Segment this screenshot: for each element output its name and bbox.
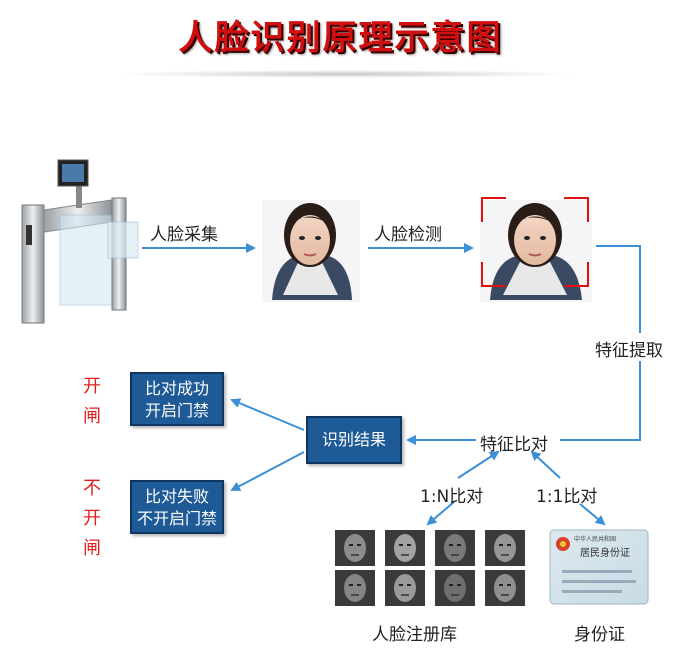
face-db-thumbnail <box>435 570 475 606</box>
arrow-11-to-compare <box>530 450 561 479</box>
arrow-1n-to-compare <box>457 450 500 479</box>
result-box: 识别结果 <box>306 416 402 464</box>
id-card-name: 居民身份证 <box>580 546 630 559</box>
face-db-thumbnail <box>485 530 525 566</box>
success-box: 比对成功 开启门禁 <box>130 372 224 426</box>
label-face-db: 人脸注册库 <box>372 625 457 645</box>
label-one-to-n: 1:N比对 <box>420 487 484 507</box>
label-detect: 人脸检测 <box>374 225 442 245</box>
id-card-image: 中华人民共和国 居民身份证 <box>549 529 649 605</box>
face-db-thumbnail <box>385 570 425 606</box>
face-db-thumbnail <box>385 530 425 566</box>
page-title: 人脸识别原理示意图 <box>178 18 503 58</box>
fail-box: 比对失败 不开启门禁 <box>130 480 224 534</box>
id-card-header: 中华人民共和国 <box>574 535 616 543</box>
success-line-2: 开启门禁 <box>144 401 209 420</box>
fail-line-2: 不开启门禁 <box>136 509 217 528</box>
arrow-result-to-success <box>230 398 305 431</box>
face-database-images <box>335 530 525 606</box>
side-label-open: 开 闸 <box>80 372 104 432</box>
result-box-label: 识别结果 <box>321 430 386 449</box>
label-extract: 特征提取 <box>595 341 663 361</box>
label-compare: 特征比对 <box>480 435 548 455</box>
side-not-open-char-1: 不 <box>83 478 101 499</box>
side-open-char-1: 开 <box>83 376 101 397</box>
face-db-thumbnail <box>335 530 375 566</box>
label-capture: 人脸采集 <box>150 225 218 245</box>
side-open-char-2: 闸 <box>83 406 101 427</box>
side-not-open-char-2: 开 <box>83 508 101 529</box>
success-line-1: 比对成功 <box>144 379 209 398</box>
arrow-11-to-card <box>579 503 606 526</box>
face-db-thumbnail <box>335 570 375 606</box>
arrow-result-to-fail <box>230 451 305 491</box>
face-db-thumbnail <box>435 530 475 566</box>
fail-line-1: 比对失败 <box>144 487 209 506</box>
face-db-thumbnail <box>485 570 525 606</box>
face-detection-frame <box>481 197 589 287</box>
captured-face-image <box>262 200 360 302</box>
label-one-to-one: 1:1比对 <box>536 487 598 507</box>
side-not-open-char-3: 闸 <box>83 538 101 559</box>
side-label-not-open: 不 开 闸 <box>80 474 104 564</box>
label-id-card: 身份证 <box>574 625 625 645</box>
arrow-1n-to-db <box>426 501 455 526</box>
turnstile-gate-image <box>21 159 139 324</box>
title-underline-shadow <box>110 70 580 78</box>
